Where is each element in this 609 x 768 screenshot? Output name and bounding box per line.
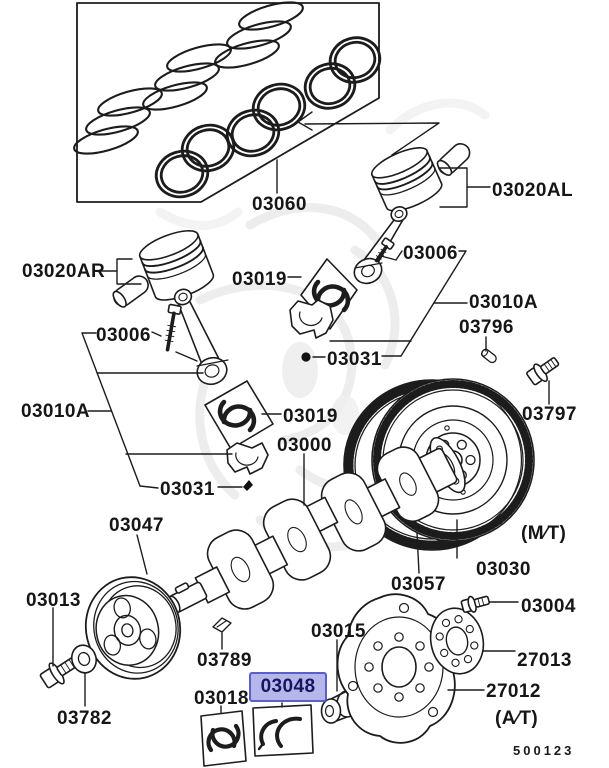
part-label-03797: 03797 bbox=[522, 404, 577, 425]
leader-lines bbox=[52, 111, 550, 714]
woodruff-key bbox=[212, 617, 232, 633]
transmission-type-mt-label: (M⁄T) bbox=[521, 523, 567, 544]
part-label-03031-lower: 03031 bbox=[160, 479, 215, 500]
part-label-03019-upper: 03019 bbox=[232, 269, 287, 290]
crank-pulley bbox=[84, 576, 182, 680]
part-label-03030: 03030 bbox=[476, 559, 531, 580]
rod-bolt-icon bbox=[164, 303, 182, 352]
pulley-washer bbox=[70, 644, 98, 674]
part-label-03789: 03789 bbox=[197, 650, 252, 671]
part-label-03004: 03004 bbox=[521, 596, 576, 617]
part-label-27013: 27013 bbox=[517, 650, 572, 671]
part-label-03020AR: 03020AR bbox=[22, 261, 106, 282]
part-label-03782: 03782 bbox=[57, 708, 112, 729]
part-label-03018: 03018 bbox=[194, 688, 249, 709]
rod-bolt-icon bbox=[374, 237, 395, 263]
connecting-rod-left bbox=[164, 288, 229, 386]
connecting-rod-right bbox=[353, 206, 408, 285]
part-label-03010A-right: 03010A bbox=[469, 292, 538, 313]
part-label-03048-highlighted[interactable]: 03048 bbox=[249, 672, 327, 702]
part-label-03031-upper: 03031 bbox=[327, 349, 382, 370]
bearing-box-03048 bbox=[252, 704, 314, 757]
part-label-03047: 03047 bbox=[109, 515, 164, 536]
part-label-03000: 03000 bbox=[277, 435, 332, 456]
oil-rings bbox=[154, 36, 382, 199]
part-label-03060: 03060 bbox=[252, 194, 307, 215]
bearing-box-lower bbox=[204, 380, 274, 450]
rod-cap-upper bbox=[289, 299, 334, 339]
piston-right bbox=[370, 143, 471, 212]
diagram-code: 500123 bbox=[513, 743, 575, 758]
part-label-03796: 03796 bbox=[459, 317, 514, 338]
part-label-03010A-left: 03010A bbox=[21, 401, 90, 422]
part-label-03020AL: 03020AL bbox=[492, 180, 573, 201]
highlighted-part-number: 03048 bbox=[260, 676, 316, 697]
part-label-27012: 27012 bbox=[486, 681, 541, 702]
part-label-03057: 03057 bbox=[391, 574, 446, 595]
part-label-03019-lower: 03019 bbox=[283, 406, 338, 427]
part-label-03015: 03015 bbox=[311, 621, 366, 642]
bearing-box-03018 bbox=[200, 710, 247, 767]
bearing-pin-dot bbox=[301, 352, 311, 362]
pulley-bolt bbox=[39, 650, 89, 689]
rod-cap-lower bbox=[226, 442, 269, 475]
crankshaft bbox=[167, 436, 466, 614]
piston-rings-box bbox=[73, 1, 382, 203]
adapter-plate bbox=[429, 607, 485, 675]
bearing-pin-square bbox=[243, 480, 253, 491]
drive-plate-bolt bbox=[460, 595, 490, 614]
dowel-pin bbox=[480, 348, 497, 364]
part-label-03013: 03013 bbox=[26, 590, 81, 611]
part-label-03006-upper: 03006 bbox=[403, 243, 458, 264]
part-label-03006-left: 03006 bbox=[96, 325, 151, 346]
flywheel-bolt bbox=[526, 357, 560, 386]
transmission-type-at-label: (A⁄T) bbox=[495, 708, 539, 729]
